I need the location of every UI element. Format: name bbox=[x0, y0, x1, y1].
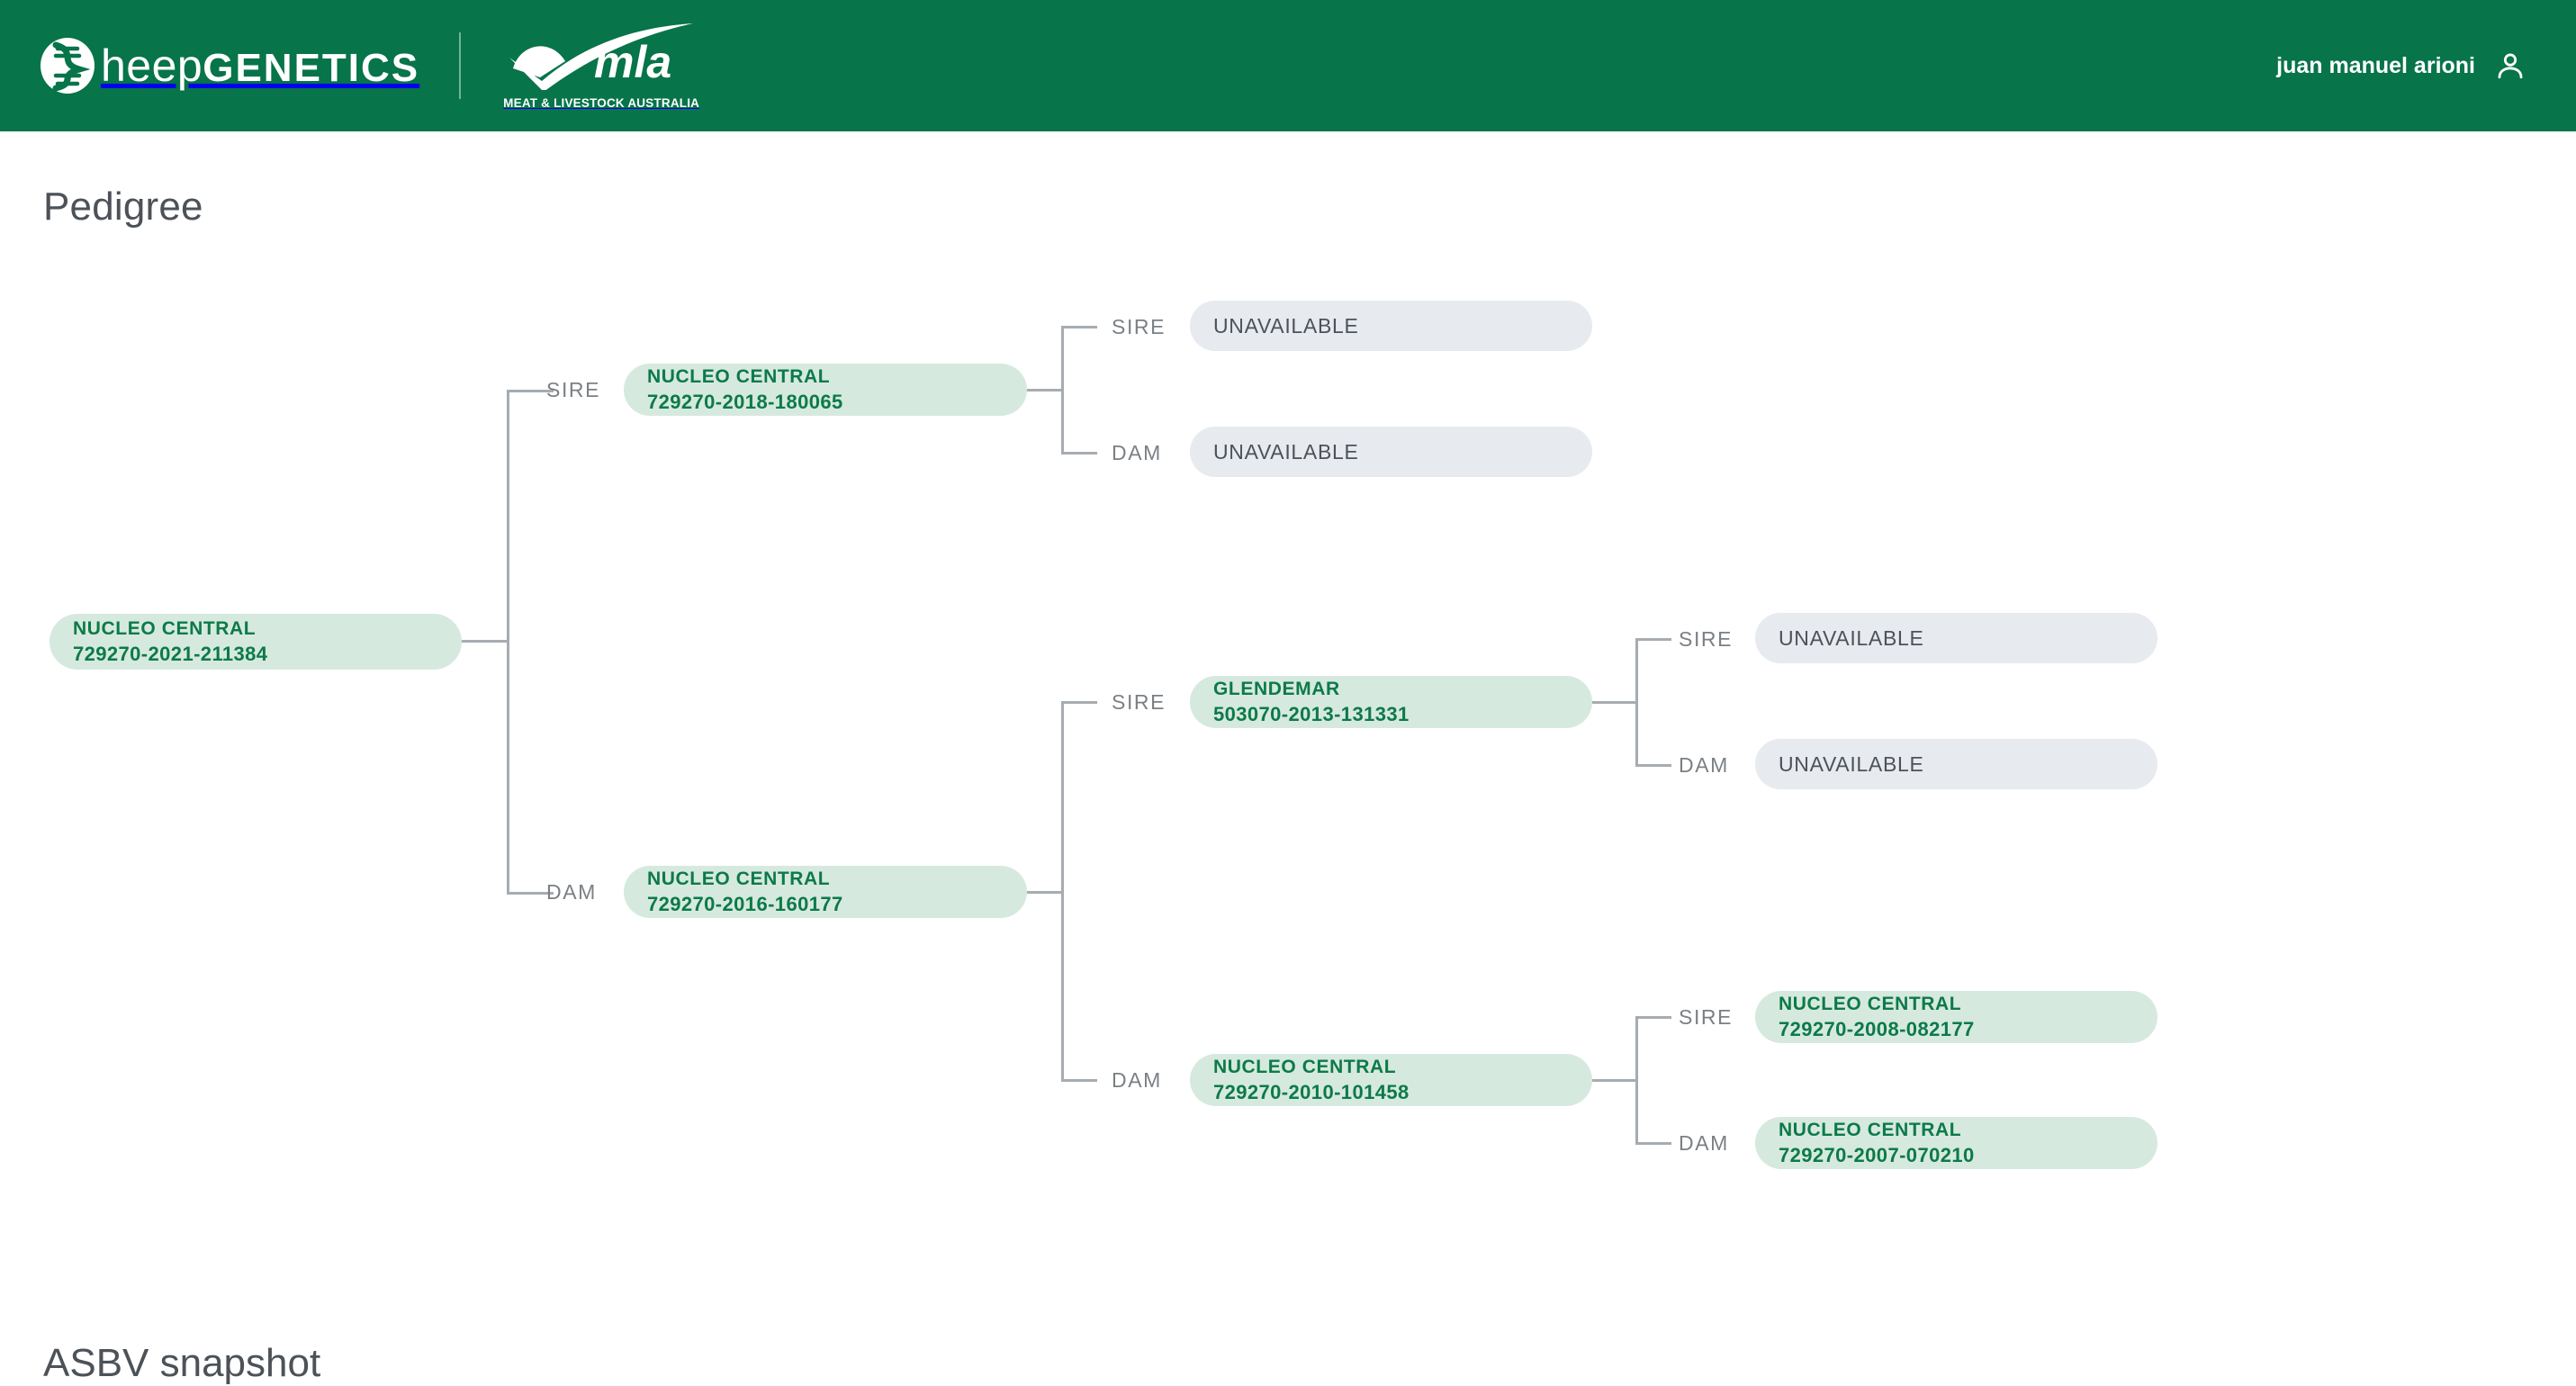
connector-gen1-spine bbox=[507, 390, 509, 895]
connector-gen2-sire-spine bbox=[1061, 326, 1064, 454]
pedigree-node-gen2-dam-dam[interactable]: NUCLEO CENTRAL 729270-2010-101458 bbox=[1190, 1054, 1592, 1106]
relation-label-gen3-upper-dam: DAM bbox=[1679, 753, 1729, 777]
relation-label-gen2-sire-dam: DAM bbox=[1112, 441, 1162, 464]
user-name-label: juan manuel arioni bbox=[2276, 52, 2475, 78]
connector-gen2-sire-dam-stub bbox=[1061, 452, 1097, 454]
node-id: 729270-2016-160177 bbox=[647, 893, 843, 915]
svg-text:mla: mla bbox=[594, 37, 671, 87]
asbv-snapshot-heading: ASBV snapshot bbox=[43, 1341, 321, 1385]
node-name: NUCLEO CENTRAL bbox=[647, 366, 831, 387]
pedigree-node-gen3-upper-dam[interactable]: UNAVAILABLE bbox=[1755, 739, 2157, 789]
connector-gen1-dam-out-stub bbox=[1027, 891, 1063, 894]
header-divider bbox=[459, 32, 462, 99]
connector-gen3-lower-sire-stub bbox=[1635, 1016, 1671, 1019]
node-name: NUCLEO CENTRAL bbox=[647, 868, 831, 889]
connector-gen3-lower-dam-stub bbox=[1635, 1142, 1671, 1145]
relation-label-gen2-dam-sire: SIRE bbox=[1112, 690, 1166, 714]
connector-gen1-sire-out-stub bbox=[1027, 389, 1063, 392]
brand-secondary-text: GENETICS bbox=[203, 46, 420, 90]
node-id: 729270-2008-082177 bbox=[1779, 1018, 1975, 1040]
node-id: 729270-2007-070210 bbox=[1779, 1144, 1975, 1166]
pedigree-node-root[interactable]: NUCLEO CENTRAL 729270-2021-211384 bbox=[50, 614, 462, 670]
pedigree-node-gen2-dam-sire[interactable]: GLENDEMAR 503070-2013-131331 bbox=[1190, 676, 1592, 728]
connector-gen2-dam-dam-stub bbox=[1061, 1079, 1097, 1082]
mla-logo[interactable]: mla MEAT & LIVESTOCK AUSTRALIA bbox=[500, 22, 702, 110]
node-id: 729270-2018-180065 bbox=[647, 391, 843, 413]
sheep-genetics-helix-icon bbox=[38, 36, 97, 95]
connector-glendemar-out-stub bbox=[1592, 701, 1637, 704]
connector-gen3-lower-spine bbox=[1635, 1016, 1638, 1144]
connector-gen2-sire-sire-stub bbox=[1061, 326, 1097, 328]
pedigree-node-gen2-sire-dam[interactable]: UNAVAILABLE bbox=[1190, 427, 1592, 477]
mla-tagline: MEAT & LIVESTOCK AUSTRALIA bbox=[503, 96, 700, 110]
node-id: 503070-2013-131331 bbox=[1213, 703, 1410, 725]
app-header: heepGENETICS mla MEAT & LIVESTOCK AUSTRA… bbox=[0, 0, 2576, 131]
relation-label-gen1-sire: SIRE bbox=[546, 378, 601, 401]
page-title: Pedigree bbox=[43, 184, 203, 229]
connector-gen1-dam-stub bbox=[507, 892, 554, 895]
node-id: 729270-2021-211384 bbox=[73, 643, 268, 665]
connector-gen2-dam-spine bbox=[1061, 701, 1064, 1082]
connector-gen2-dam-sire-stub bbox=[1061, 701, 1097, 704]
node-name: UNAVAILABLE bbox=[1779, 626, 1924, 650]
pedigree-node-gen2-sire-sire[interactable]: UNAVAILABLE bbox=[1190, 301, 1592, 351]
pedigree-node-gen3-upper-sire[interactable]: UNAVAILABLE bbox=[1755, 613, 2157, 663]
pedigree-node-gen1-dam[interactable]: NUCLEO CENTRAL 729270-2016-160177 bbox=[624, 866, 1027, 918]
relation-label-gen2-sire-sire: SIRE bbox=[1112, 315, 1166, 338]
relation-label-gen1-dam: DAM bbox=[546, 880, 597, 904]
node-name: NUCLEO CENTRAL bbox=[1213, 1057, 1397, 1077]
person-icon bbox=[2495, 50, 2526, 81]
sheep-genetics-logo[interactable]: heepGENETICS bbox=[38, 36, 419, 95]
node-name: GLENDEMAR bbox=[1213, 679, 1340, 699]
relation-label-gen3-lower-sire: SIRE bbox=[1679, 1005, 1734, 1029]
node-name: NUCLEO CENTRAL bbox=[1779, 1120, 1962, 1140]
relation-label-gen3-lower-dam: DAM bbox=[1679, 1131, 1729, 1155]
user-account-button[interactable]: juan manuel arioni bbox=[2276, 0, 2526, 131]
node-name: UNAVAILABLE bbox=[1779, 752, 1924, 776]
node-id: 729270-2010-101458 bbox=[1213, 1081, 1410, 1103]
pedigree-node-gen3-lower-sire[interactable]: NUCLEO CENTRAL 729270-2008-082177 bbox=[1755, 991, 2157, 1043]
mla-mark-icon: mla bbox=[500, 22, 702, 94]
brand-block: heepGENETICS mla MEAT & LIVESTOCK AUSTRA… bbox=[38, 22, 702, 110]
sheep-genetics-wordmark: heepGENETICS bbox=[101, 40, 419, 92]
connector-gen3-upper-spine bbox=[1635, 638, 1638, 766]
connector-gen3-upper-sire-stub bbox=[1635, 638, 1671, 641]
connector-gen2-dam-dam-out-stub bbox=[1592, 1079, 1637, 1082]
relation-label-gen2-dam-dam: DAM bbox=[1112, 1068, 1162, 1092]
pedigree-node-gen1-sire[interactable]: NUCLEO CENTRAL 729270-2018-180065 bbox=[624, 364, 1027, 416]
connector-root-stub bbox=[462, 640, 509, 643]
connector-gen3-upper-dam-stub bbox=[1635, 764, 1671, 767]
connector-gen1-sire-stub bbox=[507, 390, 554, 392]
brand-primary-text: heep bbox=[101, 40, 203, 91]
node-name: NUCLEO CENTRAL bbox=[73, 618, 257, 639]
relation-label-gen3-upper-sire: SIRE bbox=[1679, 627, 1734, 651]
node-name: NUCLEO CENTRAL bbox=[1779, 994, 1962, 1014]
pedigree-node-gen3-lower-dam[interactable]: NUCLEO CENTRAL 729270-2007-070210 bbox=[1755, 1117, 2157, 1169]
node-name: UNAVAILABLE bbox=[1213, 440, 1359, 464]
node-name: UNAVAILABLE bbox=[1213, 314, 1359, 338]
